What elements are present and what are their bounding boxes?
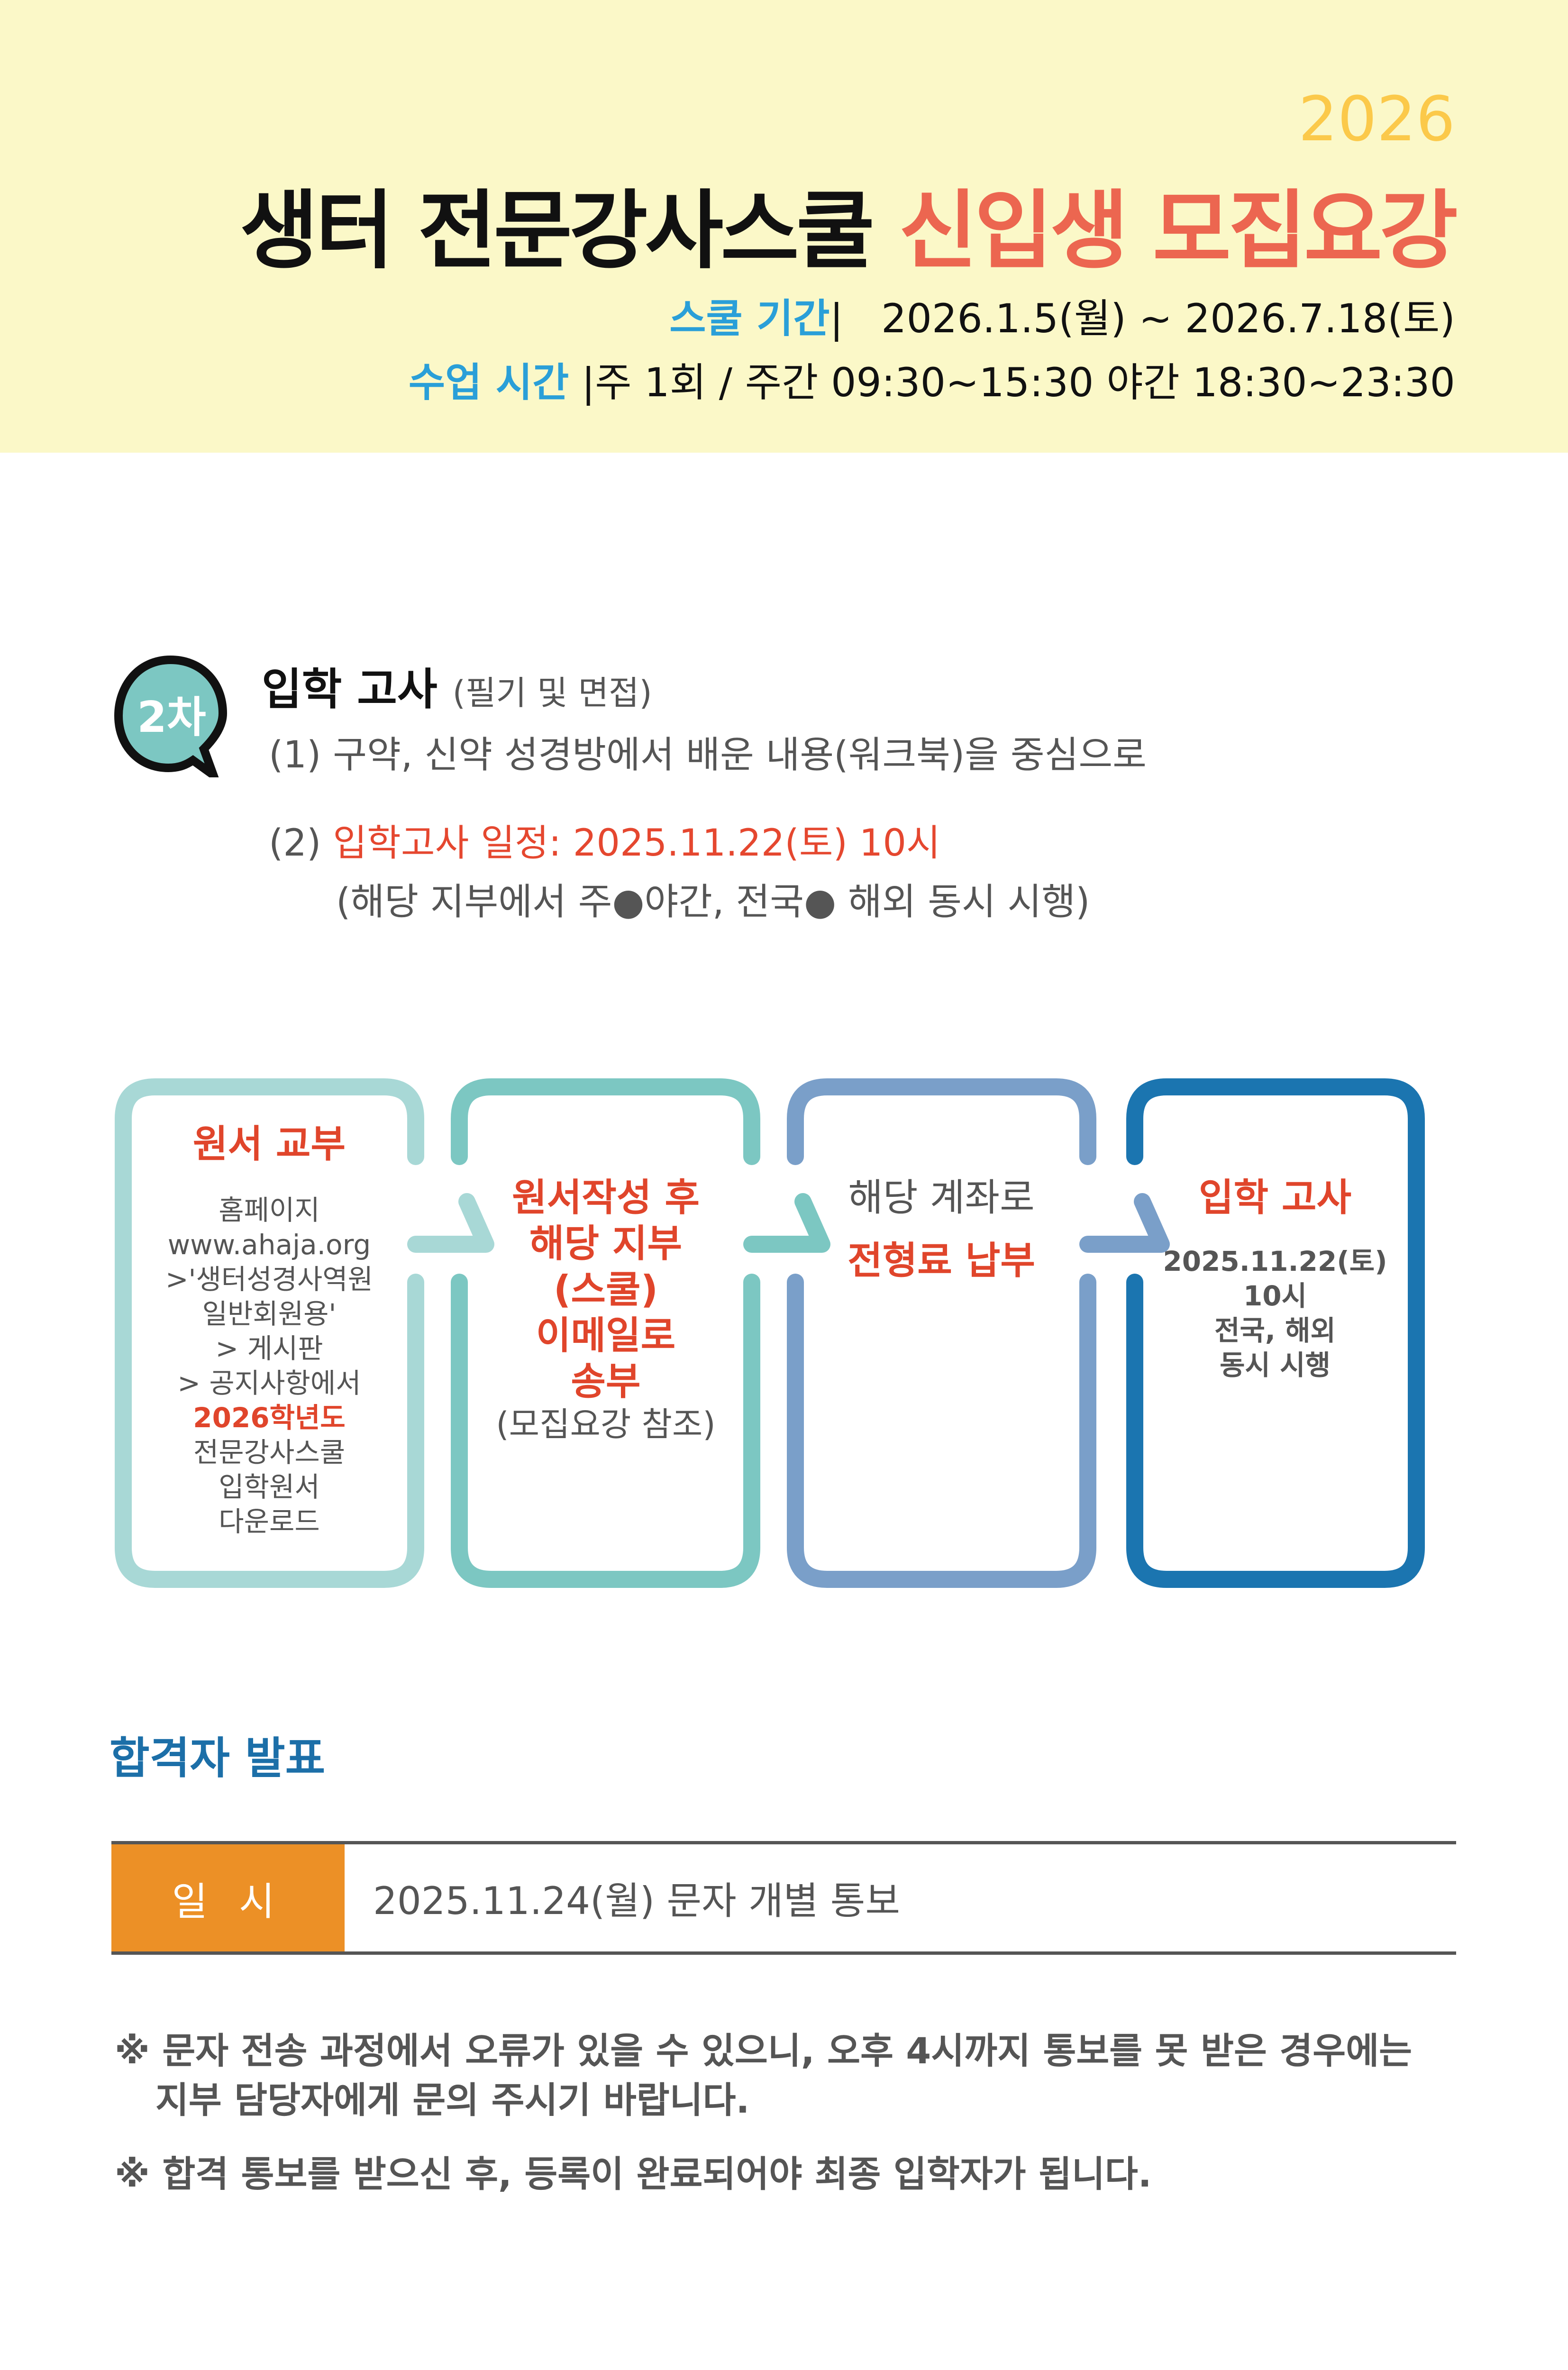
step-1-line: > 게시판 <box>215 1332 323 1365</box>
step-1-line: 일반회원용' <box>202 1298 337 1330</box>
hours-label: 수업 시간 <box>408 359 569 406</box>
exam-item-2: (2) 입학고사 일정: 2025.11.22(토) 10시 <box>269 813 940 866</box>
step-frame-2 <box>451 1078 760 1588</box>
step-2-line: 원서작성 후 <box>512 1176 700 1220</box>
exam-heading-sub: (필기 및 면접) <box>452 674 652 712</box>
step-frame-4 <box>1126 1078 1425 1588</box>
step-1-line: 입학원서 <box>219 1471 320 1503</box>
header-banner <box>0 0 1568 453</box>
exam-heading-text: 입학 고사 <box>262 664 438 715</box>
arrow-icon <box>407 1193 494 1253</box>
arrow-icon <box>1079 1193 1170 1253</box>
step-1-link[interactable]: www.ahaja.org <box>167 1229 371 1261</box>
step-2-line: 송부 <box>571 1359 641 1404</box>
step-2-line: (스쿨) <box>553 1267 658 1312</box>
note-2: ※ 합격 통보를 받으신 후, 등록이 완료되어야 최종 입학자가 됩니다. <box>115 2153 1152 2195</box>
step-2: 원서작성 후 해당 지부 (스쿨) 이메일로 송부 (모집요강 참조) <box>479 1175 733 1444</box>
step-1-title: 원서 교부 <box>192 1122 346 1166</box>
step-1-line: 홈페이지 <box>219 1194 320 1226</box>
step-1-line: > 공지사항에서 <box>177 1367 361 1399</box>
step-1-line: >'생터성경사역원 <box>165 1263 374 1295</box>
year-label: 2026 <box>1298 83 1455 155</box>
step-1-line: 전문강사스쿨 <box>193 1436 346 1468</box>
note-1-line-1: ※ 문자 전송 과정에서 오류가 있을 수 있으니, 오후 4시까지 통보를 못… <box>115 2030 1413 2072</box>
round-badge: 2차 <box>137 693 206 742</box>
hours-value: 주 1회 / 주간 09:30~15:30 야간 18:30~23:30 <box>595 359 1455 406</box>
exam-item-2-note: (해당 지부에서 주●야간, 전국● 해외 동시 시행) <box>336 881 1090 923</box>
item2-prefix: (2) <box>269 822 321 865</box>
step-2-note: (모집요강 참조) <box>496 1405 716 1444</box>
exam-schedule: 입학고사 일정: 2025.11.22(토) 10시 <box>333 822 940 865</box>
announcement-heading: 합격자 발표 <box>109 1733 326 1784</box>
step-2-line: 해당 지부 <box>529 1221 683 1266</box>
note-1: ※ 문자 전송 과정에서 오류가 있을 수 있으니, 오후 4시까지 통보를 못… <box>115 2026 1412 2125</box>
page-title: 생터 전문강사스쿨 신입생 모집요강 <box>239 161 1458 285</box>
period-value: 2026.1.5(월) ~ 2026.7.18(토) <box>881 295 1455 342</box>
step-4-title: 입학 고사 <box>1198 1176 1352 1220</box>
step-1-highlight: 2026학년도 <box>193 1402 346 1434</box>
step-4-line: 10시 <box>1243 1280 1307 1312</box>
speech-bubble-icon <box>114 655 228 777</box>
step-4-line: 동시 시행 <box>1220 1349 1331 1381</box>
step-3-text: 해당 계좌로 <box>848 1176 1035 1220</box>
step-3-title: 전형료 납부 <box>848 1239 1035 1283</box>
period-sep: | <box>830 295 843 342</box>
class-hours: 수업 시간 |주 1회 / 주간 09:30~15:30 야간 18:30~23… <box>409 351 1455 408</box>
step-4: 입학 고사 2025.11.22(토) 10시 전국, 해외 동시 시행 <box>1152 1175 1398 1383</box>
table-header-cell: 일 시 <box>111 1844 345 1951</box>
title-black: 생터 전문강사스쿨 <box>239 182 875 281</box>
step-1: 원서 교부 홈페이지 www.ahaja.org >'생터성경사역원 일반회원용… <box>142 1121 396 1539</box>
exam-heading: 입학 고사 (필기 및 면접) <box>262 654 652 717</box>
table-value-cell: 2025.11.24(월) 문자 개별 통보 <box>373 1879 900 1923</box>
process-flow <box>115 1078 1425 1588</box>
step-4-line: 2025.11.22(토) <box>1163 1245 1387 1277</box>
step-1-line: 다운로드 <box>219 1505 320 1538</box>
step-2-line: 이메일로 <box>536 1313 676 1358</box>
announcement-table: 일 시 2025.11.24(월) 문자 개별 통보 <box>111 1841 1456 1955</box>
step-4-line: 전국, 해외 <box>1214 1314 1336 1347</box>
arrow-icon <box>743 1193 830 1253</box>
period-label: 스쿨 기간 <box>669 295 830 342</box>
title-red: 신입생 모집요강 <box>899 182 1458 281</box>
school-period: 스쿨 기간| 2026.1.5(월) ~ 2026.7.18(토) <box>669 287 1455 344</box>
step-3: 해당 계좌로 전형료 납부 <box>814 1175 1068 1284</box>
step-frame-1 <box>115 1078 424 1588</box>
note-1-line-2: 지부 담당자에게 문의 주시기 바랍니다. <box>155 2079 750 2121</box>
hours-sep: | <box>581 359 595 406</box>
exam-item-1: (1) 구약, 신약 성경방에서 배운 내용(워크북)을 중심으로 <box>269 734 1147 776</box>
step-frame-3 <box>787 1078 1096 1588</box>
